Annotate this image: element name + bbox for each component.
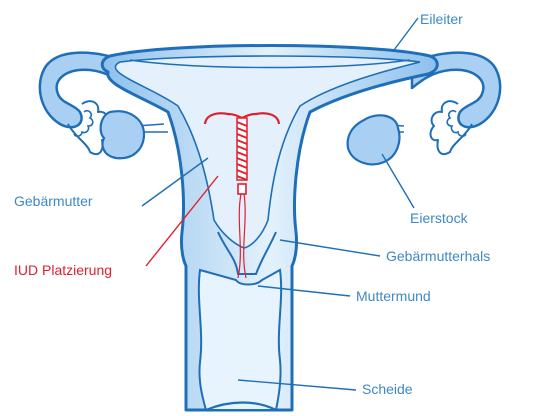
label-gebaermutterhals: Gebärmutterhals — [386, 248, 490, 264]
right-ovary — [348, 115, 400, 164]
vagina — [199, 270, 281, 410]
label-eileiter: Eileiter — [420, 11, 463, 27]
label-iud-platzierung: IUD Platzierung — [14, 262, 112, 278]
left-ovary — [101, 111, 144, 158]
label-gebaermutter: Gebärmutter — [14, 193, 93, 209]
label-muttermund: Muttermund — [356, 288, 431, 304]
label-scheide: Scheide — [362, 381, 413, 397]
label-eierstock: Eierstock — [410, 210, 468, 226]
